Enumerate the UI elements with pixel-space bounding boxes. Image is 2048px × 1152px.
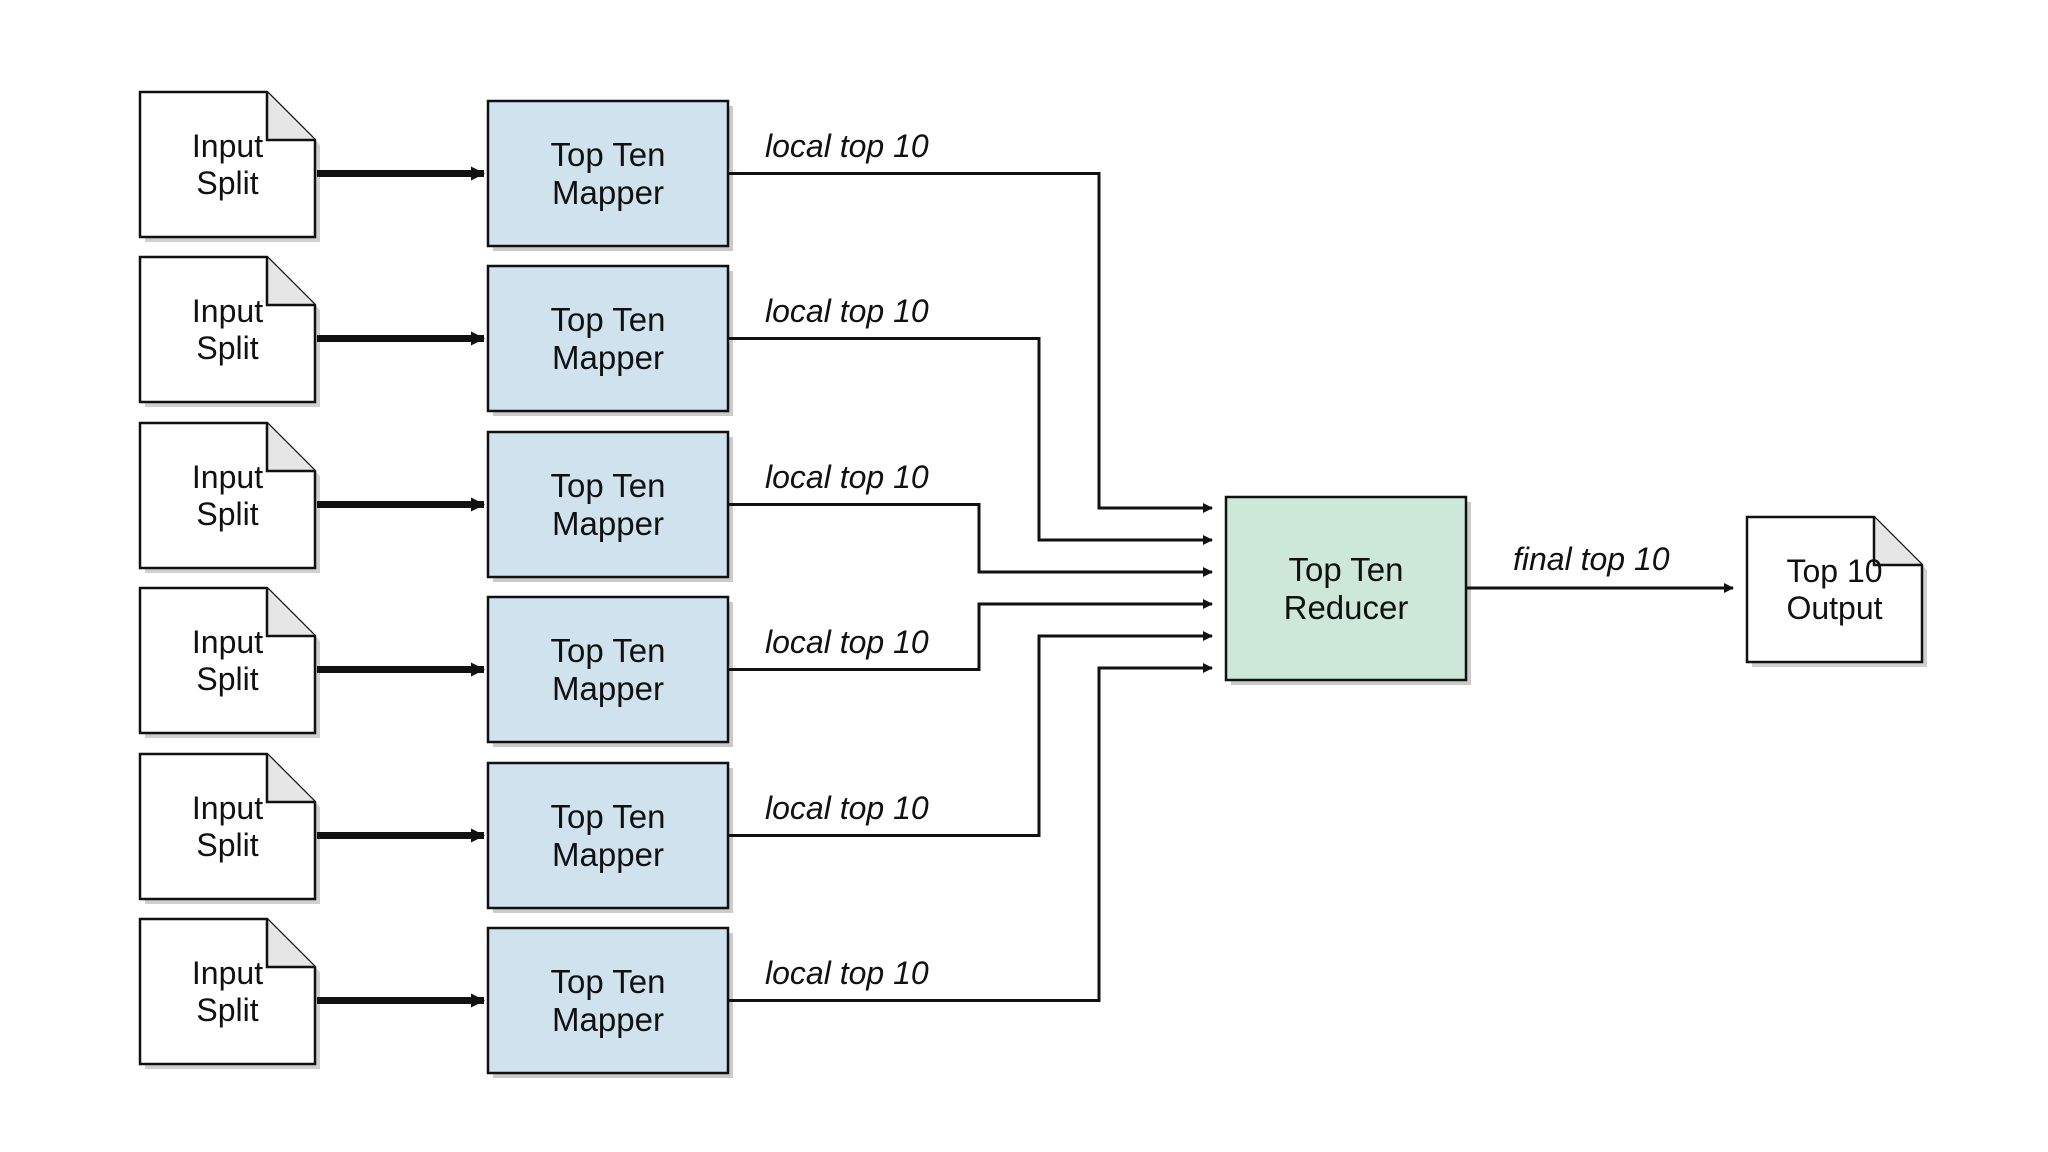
mapper-box-1 (486, 99, 730, 248)
mapper-label-1: Top Ten Mapper (550, 135, 666, 211)
mapper-label-2: Top Ten Mapper (550, 300, 666, 376)
input-split-2-fold (265, 257, 315, 307)
local-top-10-label-5: local top 10 (765, 790, 929, 826)
mapper-label-5: Top Ten Mapper (550, 797, 666, 873)
output-label: Top 10 Output (1786, 552, 1883, 626)
input-split-4-fold (265, 588, 315, 638)
reducer-box (1224, 495, 1468, 682)
mapper-to-reducer-connector-5 (728, 631, 1213, 837)
mapper-label-4: Top Ten Mapper (550, 631, 666, 707)
local-top-10-label-2: local top 10 (765, 293, 929, 329)
local-top-10-label-3: local top 10 (765, 459, 929, 495)
mapper-box-5 (486, 761, 730, 910)
mapper-box-3 (486, 430, 730, 579)
output-document-fold (1872, 517, 1922, 567)
input-split-label-4: Input Split (191, 623, 264, 697)
local-top-10-label-4: local top 10 (765, 624, 929, 660)
input-split-label-6: Input Split (191, 954, 264, 1028)
reducer-label: Top Ten Reducer (1283, 550, 1409, 626)
local-top-10-label-1: local top 10 (765, 128, 929, 164)
mapper-box-6 (486, 926, 730, 1075)
mapper-label-6: Top Ten Mapper (550, 962, 666, 1038)
mapper-to-reducer-connector-3 (728, 503, 1213, 577)
input-split-5-fold (265, 754, 315, 804)
input-split-1-fold (265, 92, 315, 142)
final-top-10-label: final top 10 (1513, 541, 1670, 577)
input-split-label-2: Input Split (191, 292, 264, 366)
mapper-to-reducer-connector-1 (728, 172, 1213, 513)
mapper-to-reducer-connector-6 (728, 663, 1213, 1002)
input-split-label-5: Input Split (191, 789, 264, 863)
local-top-10-label-6: local top 10 (765, 955, 929, 991)
input-split-6-fold (265, 919, 315, 969)
mapper-box-2 (486, 264, 730, 413)
mapper-label-3: Top Ten Mapper (550, 466, 666, 542)
input-split-label-1: Input Split (191, 127, 264, 201)
input-split-3-fold (265, 423, 315, 473)
mapper-box-4 (486, 595, 730, 744)
mapper-to-reducer-connector-4 (728, 599, 1213, 671)
mapper-to-reducer-connector-2 (728, 337, 1213, 545)
input-split-label-3: Input Split (191, 458, 264, 532)
